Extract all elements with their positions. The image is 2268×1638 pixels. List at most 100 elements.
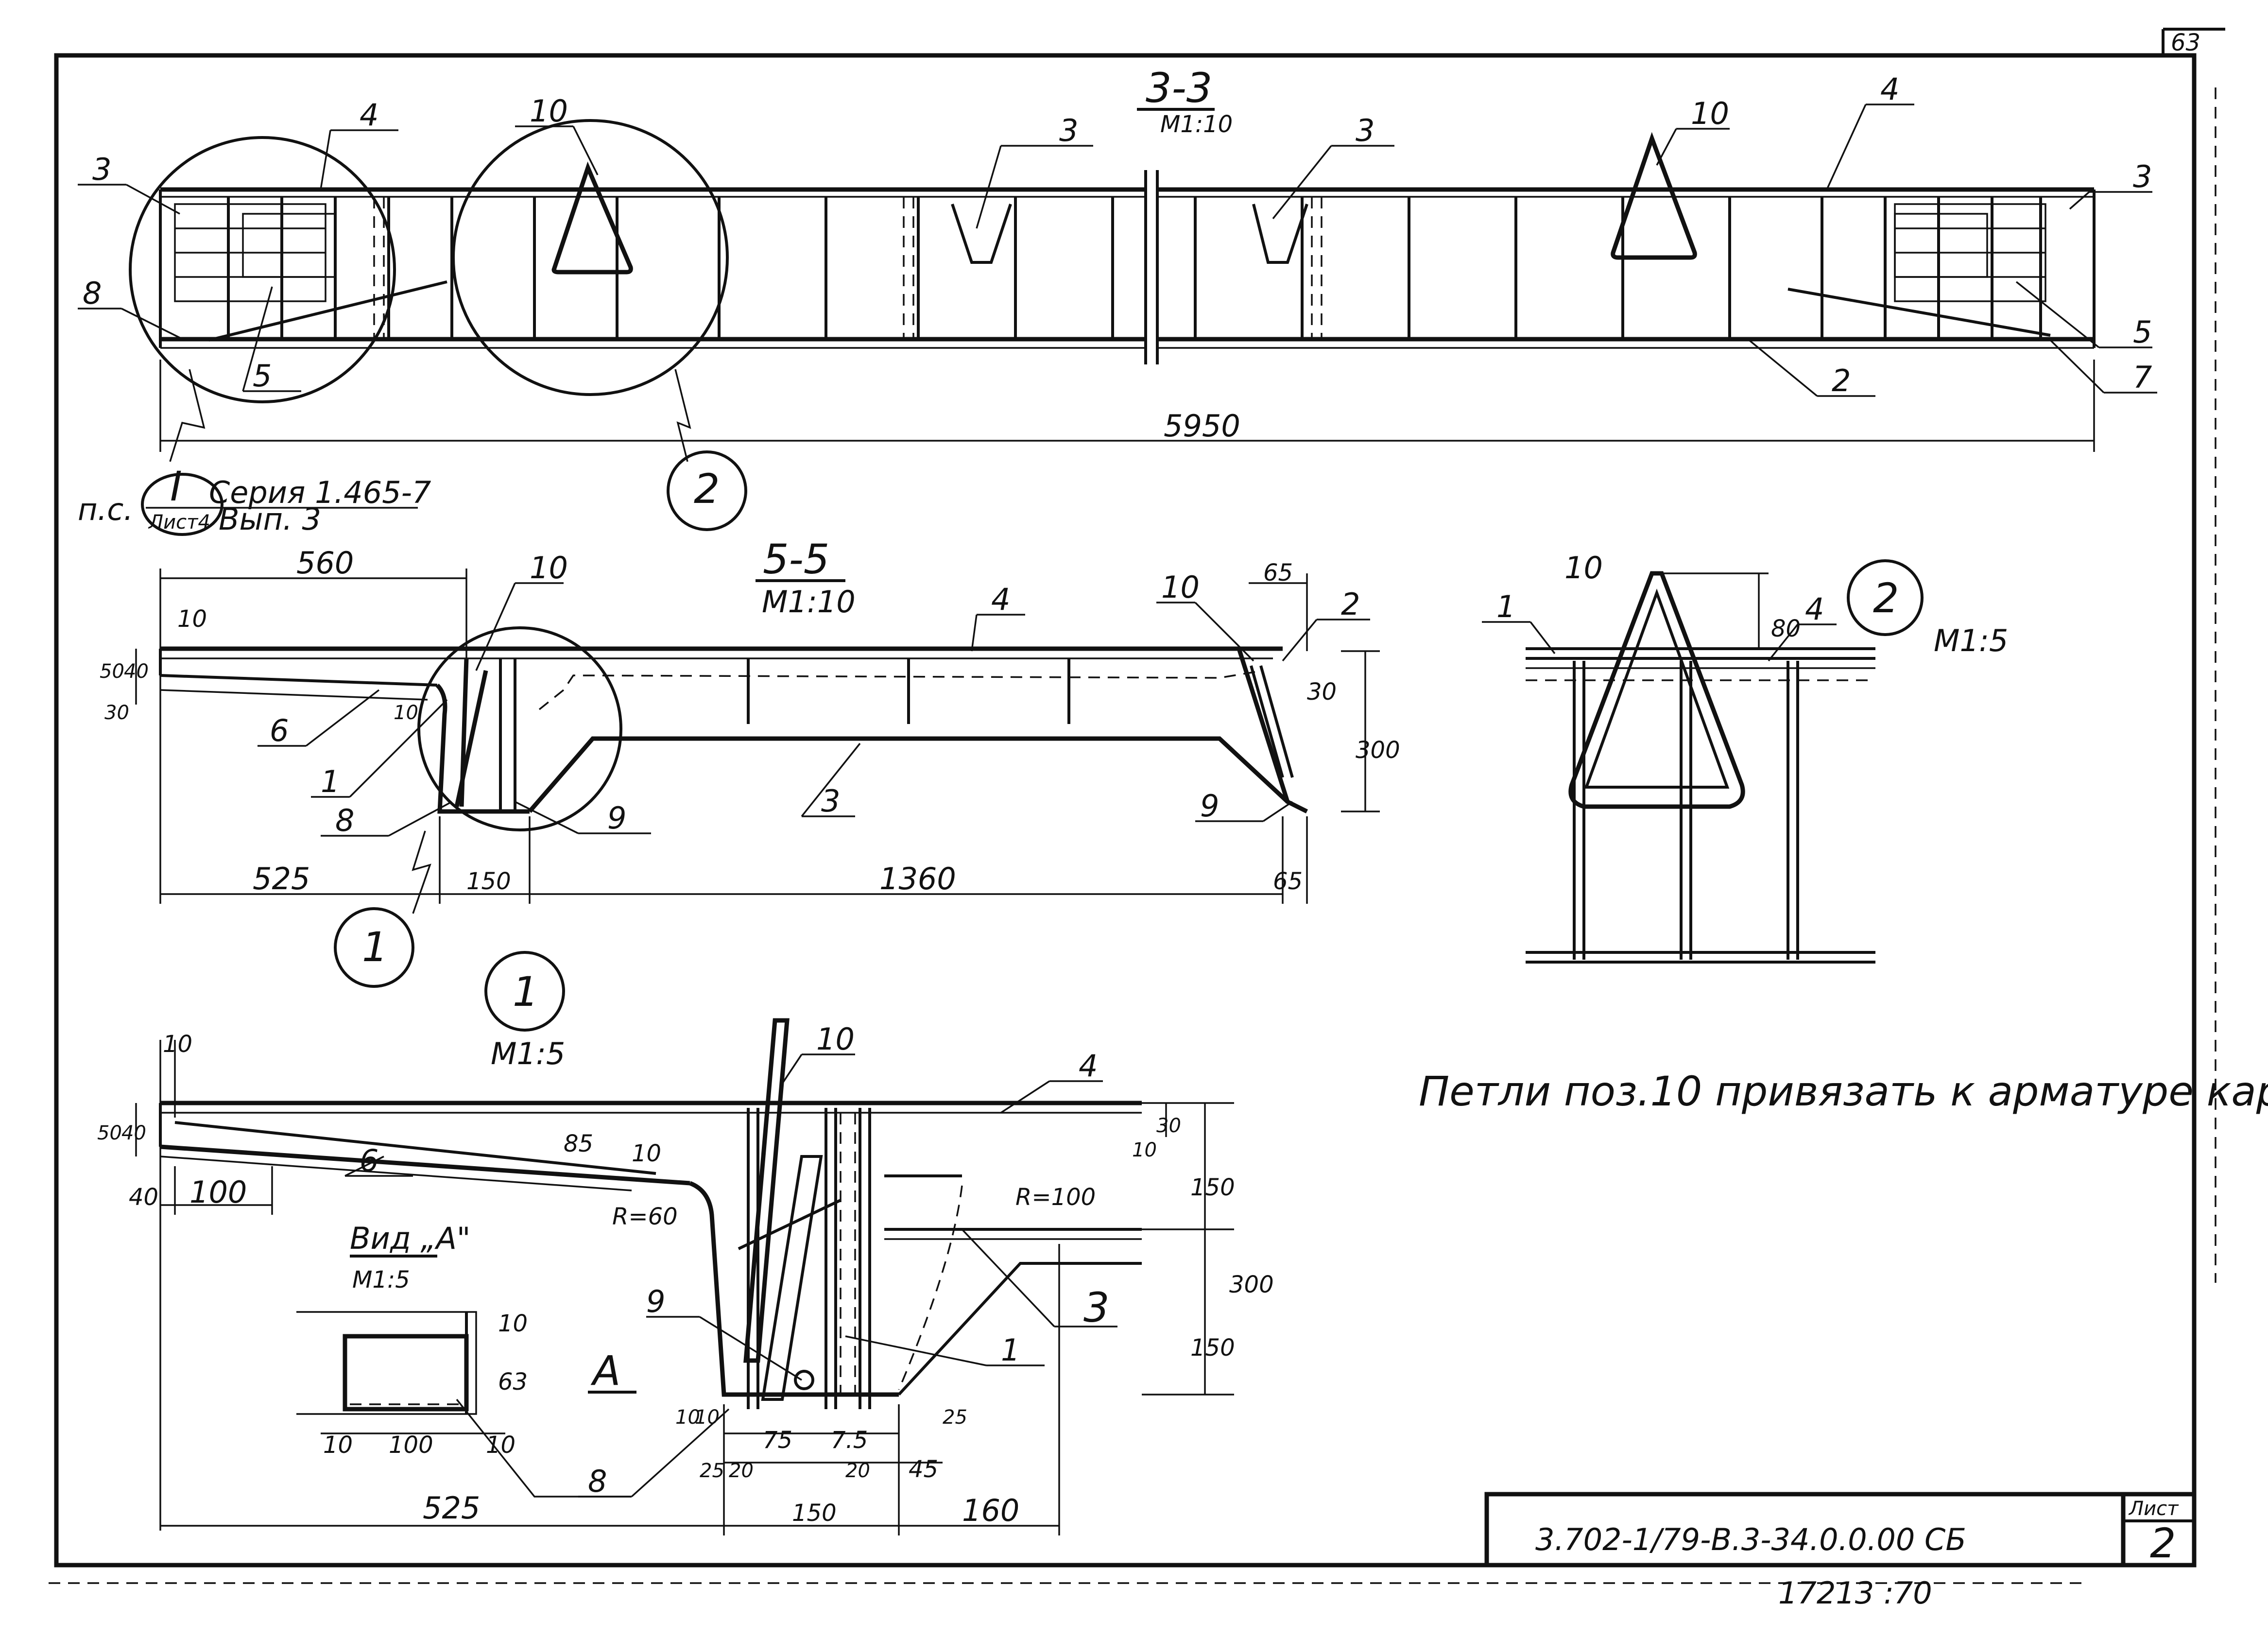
node1-mark-10: 10 [816, 1021, 855, 1057]
s55-dim-50: 50 [100, 660, 124, 683]
view-a-title: Вид „А" [350, 1221, 470, 1256]
node1-dim-7-5: 7.5 [831, 1427, 868, 1454]
node1-dim-45: 45 [909, 1456, 938, 1483]
node1-dim-20b: 20 [845, 1460, 870, 1482]
view-a-dim-10c: 10 [498, 1310, 528, 1337]
s33-mark-5a: 5 [253, 358, 272, 394]
view-a-dim-63: 63 [498, 1368, 528, 1396]
s55-dim-150: 150 [466, 868, 511, 895]
section-3-3-title: 3-3 [1146, 64, 1212, 112]
sheet-label: Лист [2128, 1498, 2179, 1520]
node1-dim-150b: 150 [1190, 1334, 1235, 1362]
view-a-dim-10b: 10 [486, 1431, 515, 1459]
node1-dim-150c: 150 [792, 1500, 837, 1527]
reference-sheet: Лист4 [148, 511, 210, 534]
s33-mark-2: 2 [1832, 363, 1851, 398]
node1-dim-r100: R=100 [1015, 1184, 1096, 1211]
node1-dim-50: 50 [97, 1122, 122, 1144]
node-2-mark-1: 1 [1496, 589, 1515, 624]
node1-dim-40b: 40 [129, 1184, 158, 1211]
node1-mark-4: 4 [1079, 1048, 1098, 1084]
node1-dim-85: 85 [564, 1130, 593, 1157]
node1-mark-3: 3 [1083, 1284, 1109, 1331]
node1-dim-10d: 10 [675, 1406, 700, 1429]
callout-1-circle [334, 907, 414, 988]
s55-dim-525: 525 [253, 861, 310, 897]
node-2-title-circle [1847, 559, 1924, 636]
node-1-scale: M1:5 [491, 1036, 565, 1071]
s55-mark-3: 3 [821, 783, 840, 819]
series-reference: п.с. I Лист4 Серия 1.465-7 Вып. 3 [78, 369, 431, 537]
s33-mark-3a: 3 [92, 152, 111, 187]
s55-dim-30-right: 30 [1307, 678, 1337, 706]
s33-mark-10b: 10 [1691, 96, 1729, 131]
node-1-detail: 1 M1:5 [97, 951, 1274, 1535]
s55-mark-1: 1 [321, 764, 340, 799]
node-2-detail: 2 M1:5 80 10 1 4 [1482, 550, 2008, 964]
s55-dim-10b: 10 [394, 702, 418, 724]
node1-dim-20a: 20 [729, 1460, 754, 1482]
node1-dim-30: 30 [1156, 1115, 1181, 1137]
view-a-letter: A [590, 1347, 620, 1395]
node1-dim-r60: R=60 [612, 1203, 678, 1230]
corner-label: 63 [2171, 29, 2200, 56]
node-1-title-circle [484, 951, 565, 1032]
node1-mark-6: 6 [360, 1143, 378, 1178]
s55-dim-65-top: 65 [1263, 559, 1293, 586]
node-2-title: 2 [1873, 574, 1899, 622]
node1-mark-9: 9 [646, 1284, 665, 1319]
s55-mark-2: 2 [1341, 586, 1360, 622]
s55-mark-9b: 9 [1200, 788, 1219, 824]
sheet-number: 2 [2150, 1519, 2176, 1567]
node1-dim-100: 100 [189, 1174, 247, 1210]
general-note: Петли поз.10 привязать к арматуре каркас… [1419, 1068, 2268, 1115]
view-a-dim-100: 100 [389, 1431, 433, 1459]
node-2-scale: M1:5 [1934, 623, 2008, 658]
s33-mark-4a: 4 [360, 97, 378, 133]
node1-mark-8: 8 [588, 1464, 607, 1499]
view-a-scale: M1:5 [352, 1266, 410, 1293]
length-dimension: 5950 [1164, 408, 1240, 444]
s55-mark-10b: 10 [1161, 569, 1200, 605]
s33-mark-7: 7 [2133, 360, 2152, 395]
node-2-mark-4: 4 [1805, 591, 1824, 627]
section-3-3: 3-3 M1:10 [78, 64, 2157, 531]
node1-dim-10e: 10 [695, 1406, 720, 1429]
node1-dim-10c: 10 [1132, 1139, 1157, 1161]
node-2-mark-10: 10 [1564, 550, 1603, 586]
s55-mark-4: 4 [991, 582, 1010, 617]
drawing-code: 3.702-1/79-В.3-34.0.0.00 СБ [1535, 1522, 1966, 1557]
s55-mark-9a: 9 [607, 800, 626, 836]
node1-dim-150a: 150 [1190, 1174, 1235, 1201]
node1-dim-75: 75 [763, 1427, 792, 1454]
node1-dim-40: 40 [121, 1122, 146, 1144]
s55-mark-6: 6 [270, 713, 289, 748]
s55-mark-8: 8 [335, 803, 354, 838]
title-block: 3.702-1/79-В.3-34.0.0.00 СБ Лист 2 [1484, 1492, 2197, 1568]
reference-mark: I [170, 463, 182, 510]
node1-dim-300: 300 [1229, 1271, 1274, 1298]
node1-dim-25a: 25 [943, 1406, 967, 1429]
s55-dim-1360: 1360 [879, 861, 956, 897]
s33-mark-10a: 10 [530, 93, 568, 129]
s55-dim-65-bottom: 65 [1273, 868, 1303, 895]
reference-prefix: п.с. [78, 492, 133, 527]
section-5-5-scale: M1:10 [762, 584, 856, 620]
s55-dim-30: 30 [104, 702, 129, 724]
node1-dim-10b: 10 [632, 1140, 661, 1167]
node-2-dim-80: 80 [1771, 615, 1801, 642]
callout-1-label: 1 [362, 923, 388, 971]
callout-2-circle [667, 450, 747, 531]
node-1-title: 1 [513, 968, 538, 1016]
s33-mark-3d: 3 [2133, 159, 2152, 194]
inventory-number: 17213 :70 [1778, 1575, 1932, 1611]
s33-mark-3b: 3 [1059, 113, 1078, 148]
node1-mark-1: 1 [1001, 1332, 1020, 1368]
s33-mark-8: 8 [83, 276, 102, 311]
s55-mark-10a: 10 [530, 550, 568, 586]
section-3-3-scale: M1:10 [1160, 111, 1233, 138]
s55-dim-300: 300 [1356, 737, 1400, 764]
section-5-5: 5-5 M1:10 [100, 535, 1400, 988]
